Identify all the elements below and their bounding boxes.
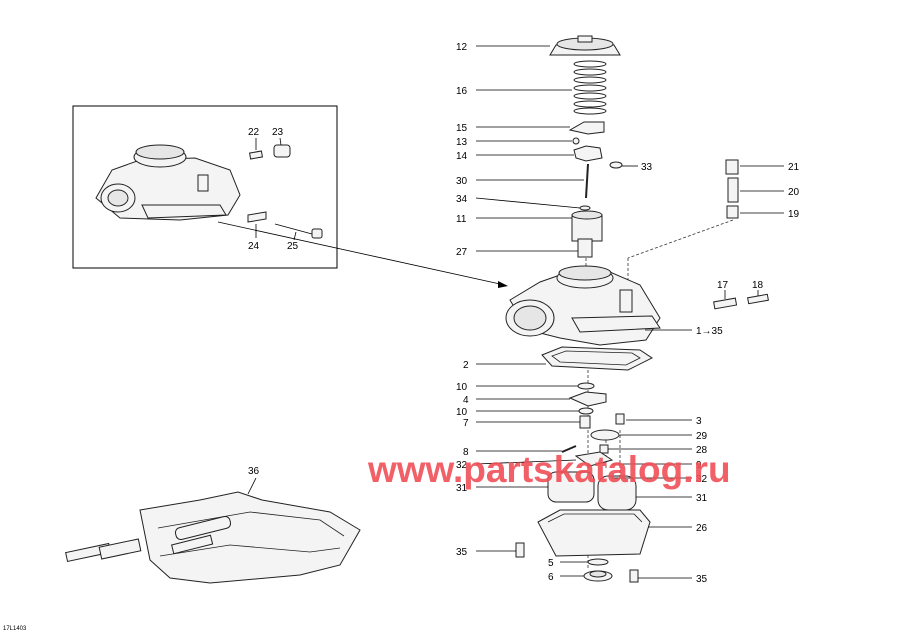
callout-22: 22	[248, 127, 260, 138]
carburetor-body	[505, 265, 661, 346]
callout-8: 8	[463, 447, 469, 458]
callout-29: 29	[696, 431, 708, 442]
callout-28: 28	[696, 445, 708, 456]
callout-14: 14	[456, 151, 468, 162]
tool-kit-pouch	[65, 491, 361, 584]
callout-26: 26	[696, 523, 708, 534]
callout-13: 13	[456, 137, 468, 148]
callout-1-35: 1→35	[696, 326, 723, 337]
callout-31-left: 31	[456, 483, 468, 494]
callout-19: 19	[788, 209, 800, 220]
callout-20: 20	[788, 187, 800, 198]
inset-detail-box	[72, 105, 338, 269]
callout-16: 16	[456, 86, 468, 97]
callout-27: 27	[456, 247, 468, 258]
callout-leader-lines	[247, 45, 784, 579]
callout-17: 17	[717, 280, 729, 291]
callout-6: 6	[548, 572, 554, 583]
callout-3: 3	[696, 416, 702, 427]
callout-2: 2	[463, 360, 469, 371]
callout-11: 11	[456, 214, 467, 225]
callout-23: 23	[272, 127, 284, 138]
callout-24: 24	[248, 241, 260, 252]
callout-5: 5	[548, 558, 554, 569]
callout-7: 7	[463, 418, 469, 429]
callout-35-left: 35	[456, 547, 468, 558]
callout-10-upper: 10	[456, 382, 468, 393]
callout-32-right: 32	[696, 474, 708, 485]
callout-10-lower: 10	[456, 407, 468, 418]
callout-18: 18	[752, 280, 764, 291]
callout-34: 34	[456, 194, 468, 205]
inset-pointer-arrow	[217, 221, 508, 288]
callout-12: 12	[456, 42, 468, 53]
callout-9: 9	[696, 460, 702, 471]
callout-32-left: 32	[456, 460, 468, 471]
callout-labels: 12 16 15 13 14 33 30 34 11 27 21 20 19 1…	[248, 42, 800, 585]
callout-21: 21	[788, 162, 800, 173]
watermark-text: www.partskatalog.ru	[367, 449, 731, 490]
callout-4: 4	[463, 395, 469, 406]
callout-36: 36	[248, 466, 260, 477]
callout-30: 30	[456, 176, 468, 187]
callout-15: 15	[456, 123, 468, 134]
callout-31-right: 31	[696, 493, 708, 504]
float-bowl-parts	[515, 346, 653, 583]
callout-25: 25	[287, 241, 299, 252]
drawing-code: 17L1403	[3, 626, 27, 632]
callout-35-right: 35	[696, 574, 708, 585]
callout-33: 33	[641, 162, 653, 173]
slide-assembly-parts	[549, 35, 769, 310]
